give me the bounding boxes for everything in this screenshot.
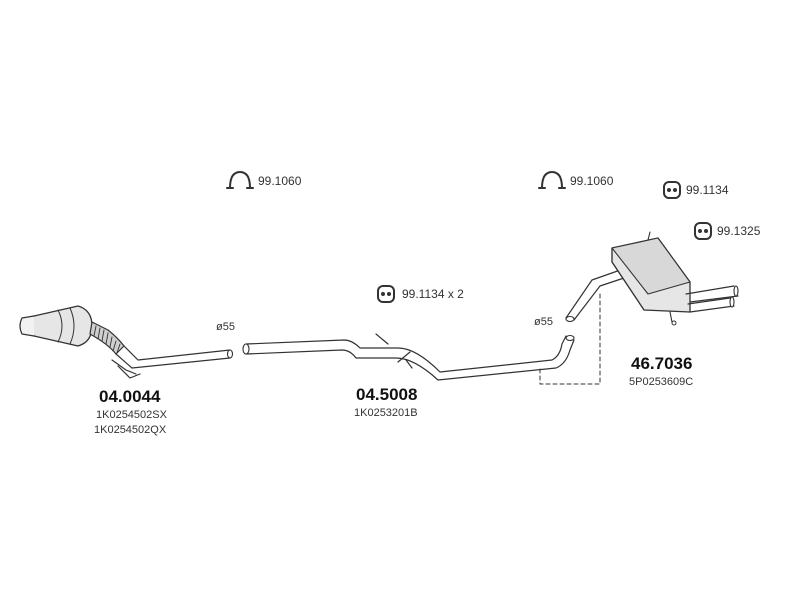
hanger-1-code: 99.1134: [686, 183, 729, 197]
rubber-hanger-icon: [694, 222, 712, 240]
clamp-icon: [226, 171, 254, 189]
clamp-2-code: 99.1060: [570, 174, 614, 188]
clamp-icon: [538, 171, 566, 189]
clamp-1-code: 99.1060: [258, 174, 302, 188]
front-pipe-oem-1: 1K0254502SX: [96, 409, 167, 421]
middle-pipe-number: 04.5008: [356, 385, 418, 404]
diameter-label-1: ø55: [216, 321, 235, 333]
rear-silencer-oem-1: 5P0253609C: [629, 376, 694, 388]
front-pipe-number: 04.0044: [99, 387, 161, 406]
diameter-label-2: ø55: [534, 316, 553, 328]
hanger-mid-code: 99.1134 x 2: [402, 287, 464, 301]
front-pipe-oem-2: 1K0254502QX: [94, 424, 167, 436]
middle-pipe-oem-1: 1K0253201B: [354, 407, 418, 419]
middle-pipe-drawing: [242, 333, 575, 381]
rubber-hanger-icon: [377, 285, 395, 303]
rear-silencer-drawing: [539, 231, 739, 385]
hanger-2-code: 99.1325: [717, 224, 761, 238]
front-pipe-drawing: [19, 305, 234, 379]
rubber-hanger-icon: [663, 181, 681, 199]
rear-silencer-number: 46.7036: [631, 354, 693, 373]
